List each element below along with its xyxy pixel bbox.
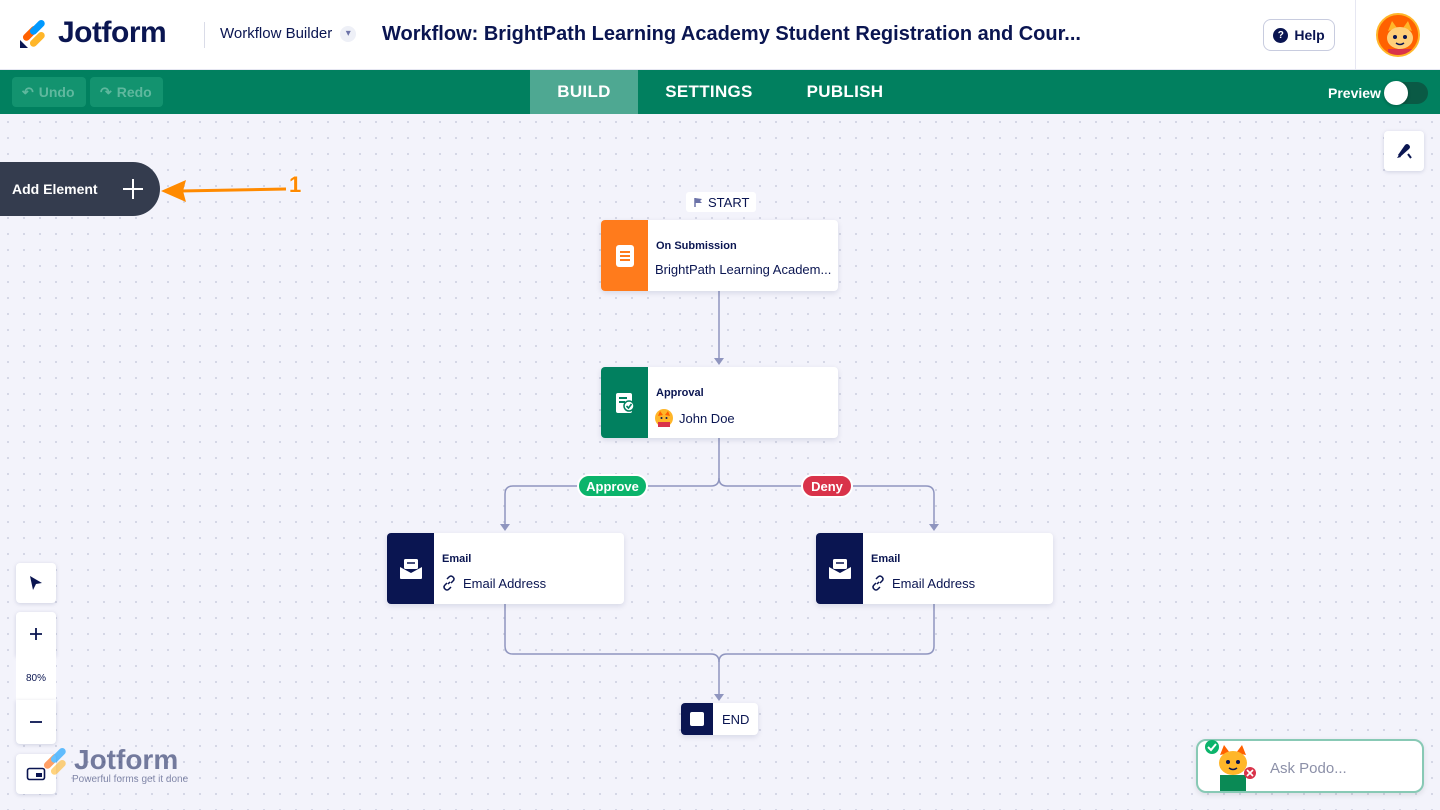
email-recipient: Email Address [463,575,547,591]
node-email-deny[interactable]: Email Email Address [816,533,1053,604]
watermark-subtext: Powerful forms get it done [72,774,189,785]
logo-text: Jotform [58,16,167,49]
user-avatar[interactable] [1376,13,1420,57]
magic-tool-button[interactable] [1384,131,1424,171]
node-type-label: Email [871,553,901,565]
undo-icon: ↶ [22,83,34,100]
podo-mascot-icon [1205,740,1256,791]
email-icon [399,558,422,579]
email-recipient: Email Address [892,575,976,591]
preview-label: Preview [1328,85,1381,101]
plus-icon [123,179,143,199]
node-type-label: Approval [656,387,704,399]
undo-label: Undo [38,84,75,100]
node-approval[interactable]: Approval John Doe [601,367,838,438]
header-divider-right [1355,0,1356,70]
form-name: BrightPath Learning Academ... [655,262,832,277]
approve-branch-label[interactable]: Approve [577,474,648,498]
link-icon [872,575,884,591]
jotform-logo[interactable]: Jotform [18,16,167,50]
node-icon-bg [601,367,648,438]
deny-branch-label[interactable]: Deny [801,474,853,498]
annotation-number: 1 [289,172,302,197]
link-icon [443,575,455,591]
end-node[interactable]: END [681,703,758,735]
ask-podo-placeholder: Ask Podo... [1270,760,1347,777]
node-on-submission[interactable]: On Submission BrightPath Learning Academ… [601,220,838,291]
select-tool-button[interactable] [16,563,56,603]
undo-button[interactable]: ↶ Undo [12,77,86,107]
workflow-builder-dropdown[interactable]: Workflow Builder ▾ [220,25,357,42]
user-avatar-icon [655,409,673,427]
zoom-level: 80% [16,656,56,700]
plus-icon [30,628,42,640]
brush-icon [1397,144,1412,159]
workflow-builder-label: Workflow Builder [220,25,333,42]
add-element-label: Add Element [12,181,98,197]
build-navbar: ↶ Undo ↷ Redo BUILD SETTINGS PUBLISH [0,70,1440,114]
approval-icon [615,392,635,413]
redo-button[interactable]: ↷ Redo [90,77,163,107]
node-icon-bg [387,533,434,604]
node-type-label: On Submission [656,240,737,252]
top-header: Jotform Workflow Builder ▾ Workflow: Bri… [0,0,1440,70]
workflow-title[interactable]: Workflow: BrightPath Learning Academy St… [382,23,1081,45]
node-email-approve[interactable]: Email Email Address [387,533,624,604]
email-icon [828,558,851,579]
zoom-out-button[interactable] [16,700,56,744]
jotform-watermark-icon [43,747,66,775]
node-icon-bg [816,533,863,604]
form-icon [615,244,634,267]
redo-label: Redo [116,84,152,100]
header-divider [204,22,205,48]
node-icon-bg [601,220,648,291]
node-value: Email Address [870,575,1048,591]
preview-toggle[interactable] [1384,81,1428,105]
cursor-icon [30,576,42,590]
flag-icon [694,197,702,207]
start-marker: START [686,192,757,212]
tab-publish[interactable]: PUBLISH [806,82,884,101]
preview-toggle-knob [1384,81,1408,105]
help-button[interactable]: ? Help [1263,19,1335,51]
approver-name: John Doe [679,410,735,426]
node-value: John Doe [655,409,833,427]
ask-podo-assistant[interactable]: Ask Podo... [1196,739,1424,793]
start-label: START [708,194,750,210]
watermark-text: Jotform [74,744,179,775]
stop-icon [681,703,713,735]
minus-icon [30,721,42,723]
redo-icon: ↷ [100,83,112,100]
node-type-label: Email [442,553,472,565]
node-value: Email Address [441,575,619,591]
tab-settings[interactable]: SETTINGS [665,82,753,101]
podo-avatar-icon [1378,15,1418,55]
help-label: Help [1294,27,1325,43]
minimap-icon [26,767,46,781]
chevron-down-icon: ▾ [340,25,357,42]
tab-build[interactable]: BUILD [530,70,638,114]
node-value: BrightPath Learning Academ... [655,262,833,277]
jotform-logo-icon [20,19,45,48]
help-icon: ? [1273,27,1289,43]
zoom-in-button[interactable] [16,612,56,656]
end-label: END [722,711,750,727]
add-element-button[interactable]: Add Element [0,162,160,216]
